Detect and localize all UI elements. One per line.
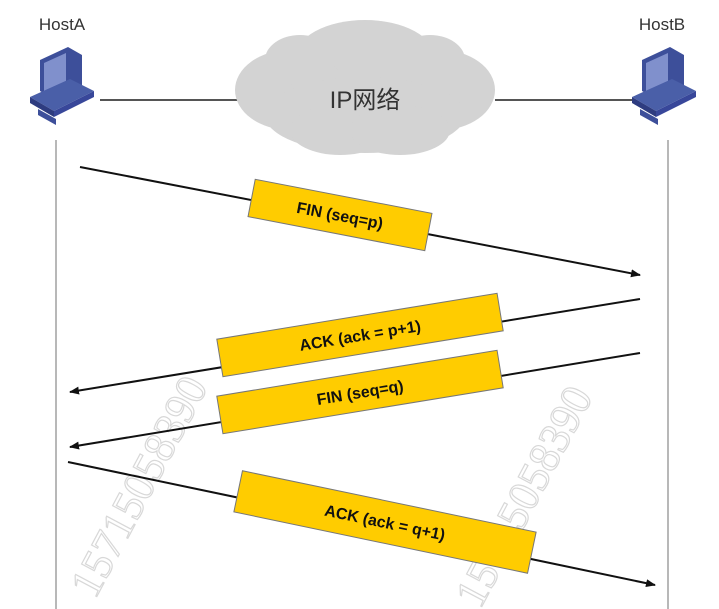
message-box-ack-p1: ACK (ack = p+1)	[216, 292, 504, 378]
message-box-fin-p: FIN (seq=p)	[247, 178, 433, 252]
computer-icon-host-b	[632, 47, 696, 125]
watermark: 15715058390	[61, 368, 218, 605]
computer-icon-host-a	[30, 47, 94, 125]
host-b-label: HostB	[639, 15, 685, 34]
watermark: 15715058390	[446, 378, 603, 609]
message-box-ack-q1: ACK (ack = q+1)	[233, 470, 537, 574]
cloud-icon	[235, 20, 495, 155]
message-box-fin-q: FIN (seq=q)	[216, 349, 504, 435]
host-a-label: HostA	[39, 15, 86, 34]
network-label: IP网络	[330, 87, 401, 114]
